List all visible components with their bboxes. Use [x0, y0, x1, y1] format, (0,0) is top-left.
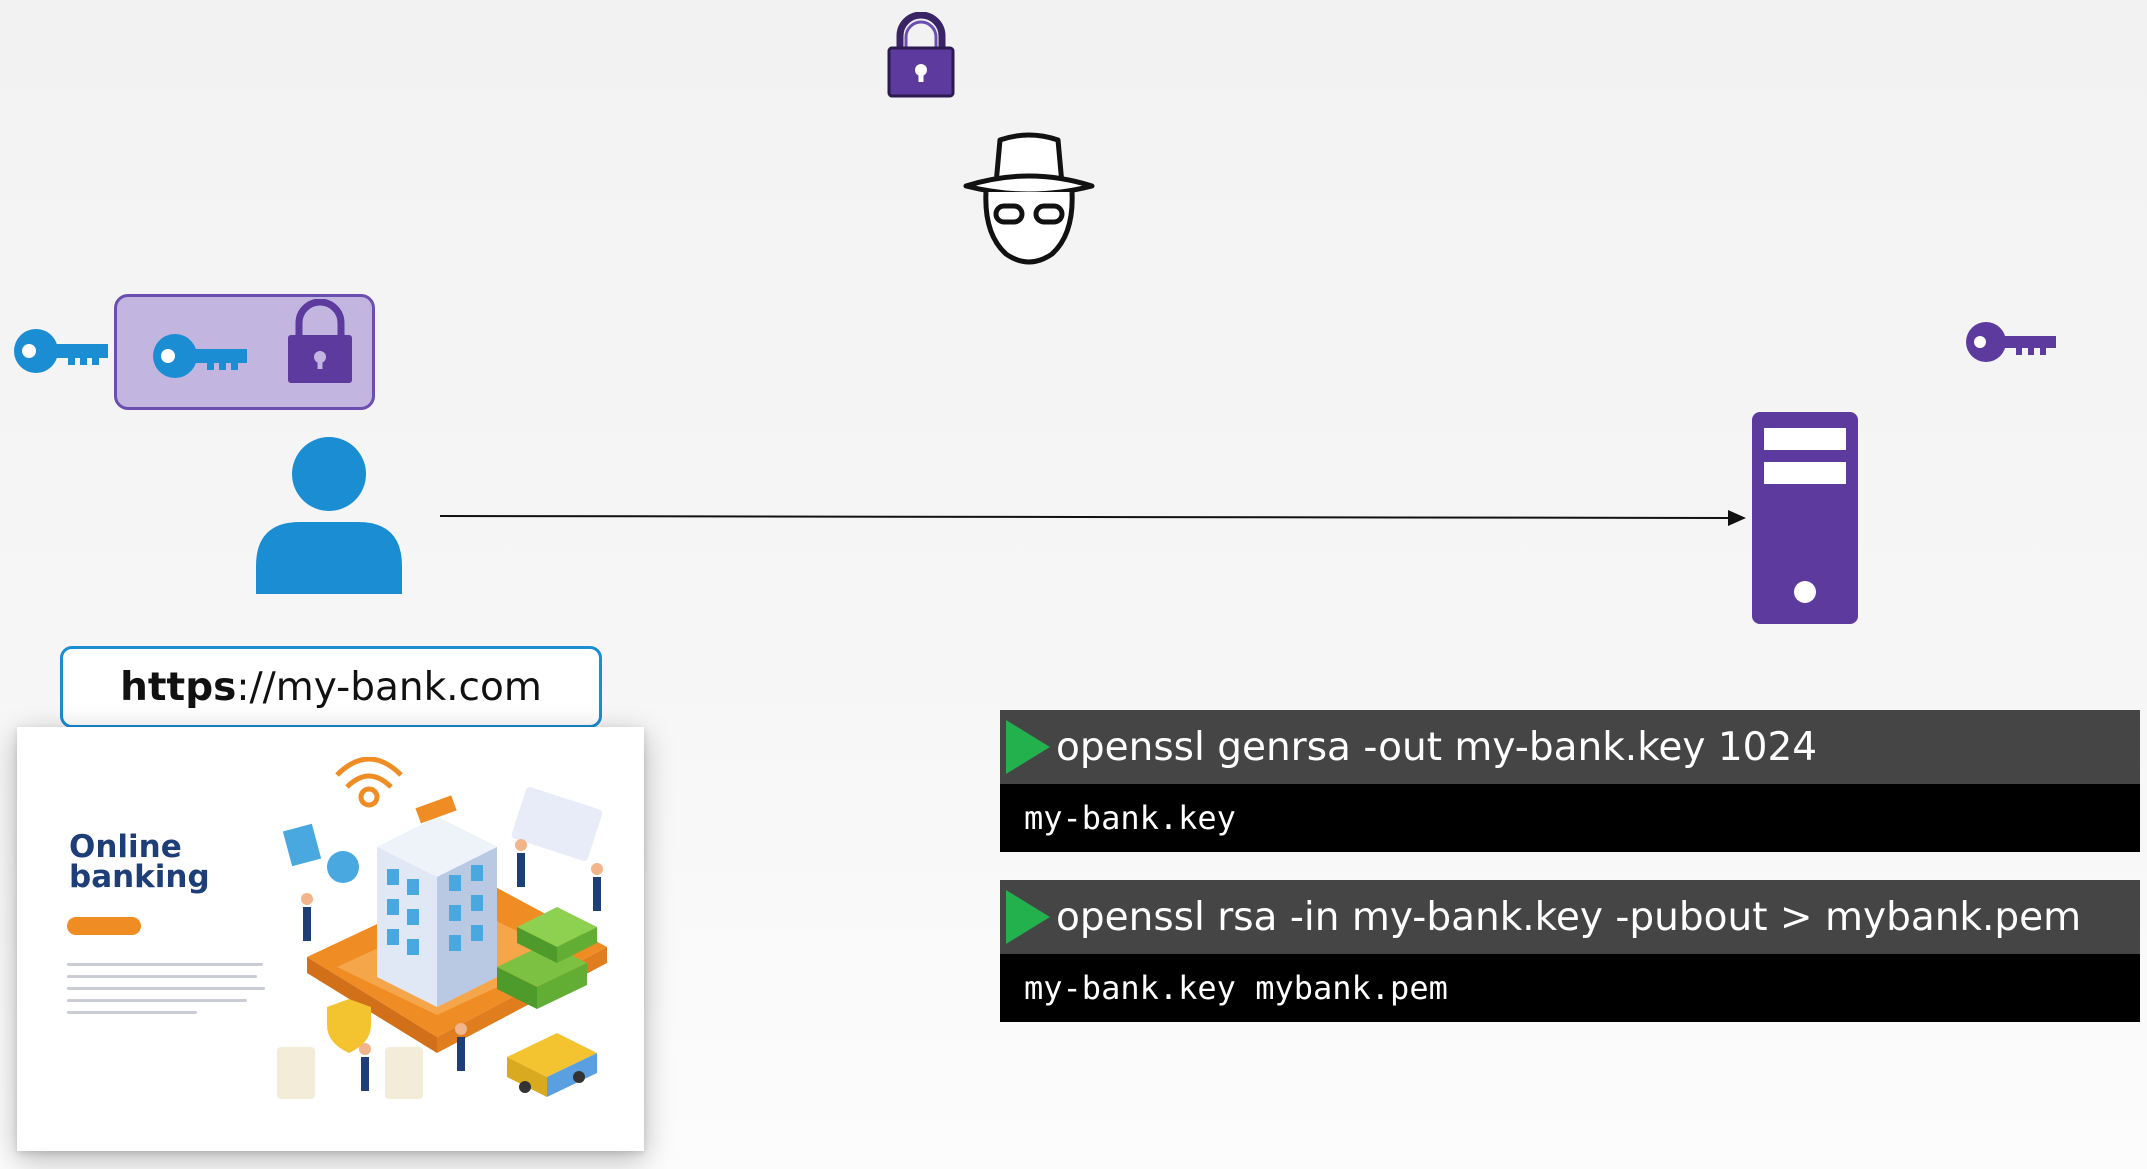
- site-title-line2: banking: [69, 859, 210, 895]
- command-line: openssl rsa -in my-bank.key -pubout > my…: [1000, 880, 2140, 954]
- command-text: openssl rsa -in my-bank.key -pubout > my…: [1056, 894, 2082, 940]
- website-preview: Online banking: [17, 727, 644, 1151]
- terminal-block-2: openssl rsa -in my-bank.key -pubout > my…: [1000, 880, 2140, 1022]
- play-icon: [1006, 720, 1050, 774]
- command-text: openssl genrsa -out my-bank.key 1024: [1056, 724, 1818, 770]
- user-icon: [254, 436, 404, 594]
- terminal-block-1: openssl genrsa -out my-bank.key 1024 my-…: [1000, 710, 2140, 852]
- bank-illustration: [267, 757, 627, 1127]
- site-cta-button: [67, 917, 141, 935]
- padlock-icon: [285, 299, 355, 385]
- site-title-line1: Online: [69, 829, 182, 865]
- site-body-text: [67, 963, 267, 1023]
- key-icon: [12, 324, 110, 378]
- padlock-icon: [886, 12, 956, 98]
- hacker-icon: [962, 130, 1096, 270]
- key-icon: [151, 329, 249, 383]
- address-bar[interactable]: https://my-bank.com: [60, 646, 602, 728]
- key-and-lock-bundle: [114, 294, 375, 410]
- command-output: my-bank.key mybank.pem: [1000, 954, 2140, 1022]
- connection-arrow: [438, 504, 1748, 532]
- play-icon: [1006, 890, 1050, 944]
- site-title: Online banking: [69, 829, 249, 895]
- server-icon: [1750, 410, 1860, 626]
- url-protocol: https: [120, 664, 237, 710]
- command-line: openssl genrsa -out my-bank.key 1024: [1000, 710, 2140, 784]
- key-icon: [1964, 318, 2058, 366]
- command-output: my-bank.key: [1000, 784, 2140, 852]
- url-domain: ://my-bank.com: [236, 664, 542, 710]
